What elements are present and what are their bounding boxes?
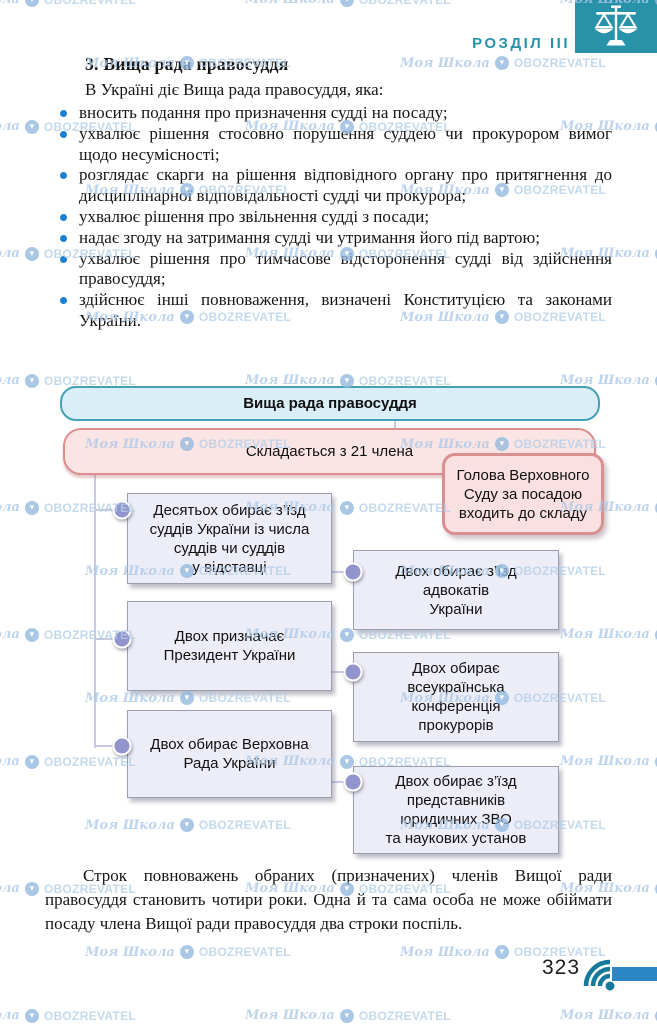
- connector-trunk: [94, 471, 96, 748]
- moya-shkola-watermark-label: Моя Школа: [0, 881, 20, 896]
- section-content: 3. Вища рада правосуддя В Україні діє Ви…: [45, 54, 612, 332]
- bullet-item: ухвалює рішення про звільнення судді з п…: [45, 207, 612, 228]
- bullet-item: здійснює інші повноваження, визначені Ко…: [45, 290, 612, 332]
- obozrevatel-logo-icon: [24, 627, 39, 642]
- diagram-root-node: Вища рада правосуддя: [60, 386, 600, 421]
- obozrevatel-logo-icon: [24, 246, 39, 261]
- moya-shkola-watermark-label: Моя Школа: [85, 944, 175, 960]
- moya-shkola-watermark-label: Моя Школа: [0, 754, 20, 769]
- section-heading: 3. Вища рада правосуддя: [85, 54, 289, 74]
- connector-dot: [112, 629, 132, 649]
- bullet-item: розглядає скарги на рішення відповідного…: [45, 165, 612, 207]
- watermark-item: Моя Школа OBOZREVATEL: [85, 945, 291, 960]
- obozrevatel-watermark-label: OBOZREVATEL: [198, 945, 292, 959]
- connector-stub: [96, 745, 122, 747]
- obozrevatel-logo-icon: [179, 945, 194, 959]
- obozrevatel-logo-icon: [24, 500, 39, 515]
- page-number: 323: [542, 956, 581, 979]
- obozrevatel-logo-icon: [339, 1008, 354, 1023]
- obozrevatel-watermark-label: OBOZREVATEL: [43, 1008, 137, 1023]
- moya-shkola-watermark-label: Моя Школа: [0, 500, 20, 515]
- moya-shkola-watermark-label: Моя Школа: [245, 1008, 335, 1023]
- watermark-item: Моя ШколаOBOZREVATEL: [560, 1008, 657, 1023]
- moya-shkola-watermark-label: Моя Школа: [560, 1008, 650, 1023]
- connector-root-composition: [394, 417, 396, 429]
- chapter-badge: [575, 0, 657, 53]
- obozrevatel-logo-icon: [339, 0, 354, 7]
- moya-shkola-watermark-label: Моя Школа: [0, 246, 20, 261]
- closing-paragraph: Строк повноважень обраних (призначених) …: [45, 866, 612, 933]
- scales-of-justice-icon: [594, 5, 638, 45]
- moya-shkola-watermark-label: Моя Школа: [0, 0, 20, 7]
- obozrevatel-watermark-label: OBOZREVATEL: [359, 0, 451, 7]
- obozrevatel-logo-icon: [24, 373, 39, 388]
- diagram-chairman-note-node: Голова Верховного Суду за посадою входит…: [442, 453, 604, 535]
- obozrevatel-logo-icon: [24, 119, 39, 134]
- connector-dot: [112, 500, 132, 520]
- intro-paragraph: В Україні діє Вища рада правосуддя, яка:: [85, 80, 384, 99]
- bullet-item: ухвалює рішення стосовно порушення судде…: [45, 124, 612, 166]
- watermark-item: Моя Школа OBOZREVATEL: [0, 0, 136, 7]
- connector-stub: [330, 781, 353, 783]
- connector-dot: [343, 662, 363, 682]
- signal-arcs-icon: [583, 959, 615, 991]
- connector-dot: [112, 736, 132, 756]
- powers-bullet-list: вносить подання про призначення судді на…: [45, 103, 612, 332]
- connector-stub: [330, 671, 353, 673]
- council-structure-diagram: Вища рада правосуддя Складається з 21 чл…: [55, 383, 605, 863]
- diagram-node-advocates-congress: Двох обирає з’їзд адвокатів України: [353, 550, 559, 630]
- moya-shkola-watermark-label: Моя Школа: [400, 944, 490, 960]
- footer-bar: [612, 967, 657, 981]
- connector-stub: [96, 638, 122, 640]
- bullet-item: вносить подання про призначення судді на…: [45, 103, 612, 124]
- diagram-node-judges-congress: Десятьох обирає з’їзд суддів України із …: [127, 493, 332, 584]
- chapter-label: РОЗДІЛ III: [472, 35, 570, 52]
- obozrevatel-logo-icon: [24, 0, 39, 7]
- connector-stub: [96, 509, 122, 511]
- moya-shkola-watermark-label: Моя Школа: [245, 0, 335, 7]
- obozrevatel-watermark-label: OBOZREVATEL: [44, 0, 136, 7]
- diagram-node-law-schools-congress: Двох обирає з’їзд представників юридични…: [353, 766, 559, 854]
- obozrevatel-logo-icon: [24, 881, 39, 896]
- connector-dot: [343, 562, 363, 582]
- connector-dot: [343, 772, 363, 792]
- bullet-item: ухвалює рішення про тимчасове відстороне…: [45, 249, 612, 291]
- obozrevatel-logo-icon: [24, 754, 39, 769]
- diagram-node-parliament: Двох обирає Верховна Рада України: [127, 710, 332, 798]
- moya-shkola-watermark-label: Моя Школа: [0, 373, 20, 388]
- watermark-item: Моя Школа OBOZREVATEL: [0, 1008, 136, 1023]
- moya-shkola-watermark-label: Моя Школа: [0, 627, 20, 642]
- connector-stub: [330, 571, 353, 573]
- obozrevatel-logo-icon: [24, 1008, 39, 1023]
- diagram-node-president: Двох призначає Президент України: [127, 601, 332, 691]
- watermark-item: Моя Школа OBOZREVATEL: [245, 1008, 451, 1023]
- diagram-node-prosecutors-conference: Двох обирає всеукраїнська конференція пр…: [353, 652, 559, 742]
- moya-shkola-watermark-label: Моя Школа: [0, 1008, 20, 1023]
- bullet-item: надає згоду на затримання судді чи утрим…: [45, 228, 612, 249]
- watermark-item: Моя Школа OBOZREVATEL: [245, 0, 451, 7]
- obozrevatel-watermark-label: OBOZREVATEL: [358, 1008, 452, 1023]
- moya-shkola-watermark-label: Моя Школа: [0, 119, 20, 134]
- obozrevatel-logo-icon: [494, 945, 509, 959]
